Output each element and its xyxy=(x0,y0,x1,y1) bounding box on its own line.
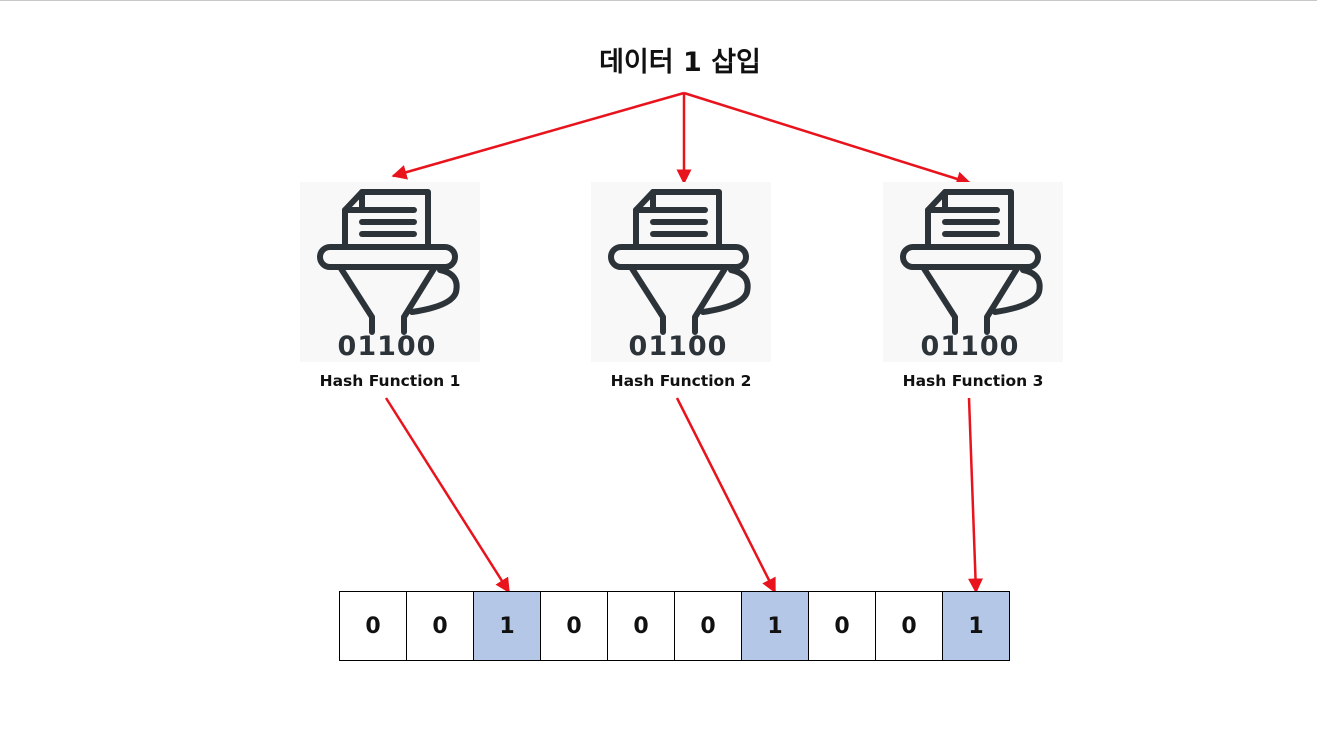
bit-array: 0 0 1 0 0 0 1 0 0 1 xyxy=(339,591,1010,661)
bit-cell-5: 0 xyxy=(674,591,742,661)
hash-function-label: Hash Function 3 xyxy=(902,372,1044,390)
hash-function-label: Hash Function 2 xyxy=(610,372,752,390)
arrow-hash-2-to-bit xyxy=(675,397,777,594)
bit-cell-8: 0 xyxy=(875,591,943,661)
arrow-hash-3-to-bit xyxy=(967,397,984,594)
top-rule xyxy=(0,0,1317,1)
bit-cell-9: 1 xyxy=(942,591,1010,661)
arrow-title-to-hash-1 xyxy=(391,91,685,180)
diagram-title: 데이터 1 삽입 xyxy=(599,47,761,78)
bit-cell-3: 0 xyxy=(540,591,608,661)
svg-text:01100: 01100 xyxy=(921,331,1020,362)
hash-funnel-icon: 01100 xyxy=(883,182,1063,362)
bit-cell-2: 1 xyxy=(473,591,541,661)
svg-text:01100: 01100 xyxy=(338,331,437,362)
bit-cell-1: 0 xyxy=(406,591,474,661)
svg-text:01100: 01100 xyxy=(629,331,728,362)
arrow-title-to-hash-3 xyxy=(683,91,972,187)
hash-function-label: Hash Function 1 xyxy=(319,372,461,390)
hash-funnel-icon: 01100 xyxy=(300,182,480,362)
arrow-hash-1-to-bit xyxy=(384,397,511,594)
bit-cell-7: 0 xyxy=(808,591,876,661)
hash-funnel-icon: 01100 xyxy=(591,182,771,362)
bit-cell-4: 0 xyxy=(607,591,675,661)
bit-cell-6: 1 xyxy=(741,591,809,661)
bit-cell-0: 0 xyxy=(339,591,407,661)
